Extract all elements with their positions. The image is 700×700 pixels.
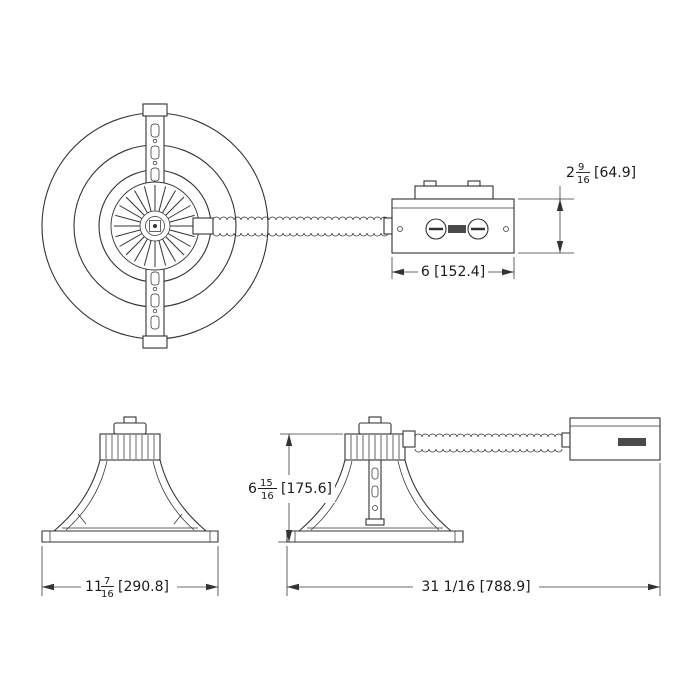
- lamp-knob: [123, 416, 137, 424]
- junction-box-label-text: [448, 225, 466, 233]
- adjustment-strap: [365, 459, 385, 526]
- dim-fixture-height: 6 15 16 [175.6]: [245, 433, 343, 543]
- dim-trim-width-denominator: 16: [101, 589, 114, 600]
- dim-fixture-height-whole: 6: [248, 481, 257, 497]
- lamp-cap: [113, 422, 147, 435]
- conduit-upper-rail: [212, 216, 389, 221]
- reflector-bell: [53, 459, 207, 532]
- knockout-right: [467, 218, 489, 240]
- top-view: 2 9 16 [64.9] 6 [152.4]: [41, 103, 636, 349]
- dim-trim-width: 11 7 16 [290.8]: [41, 546, 219, 600]
- dim-overall-length: 31 1/16 [788.9]: [286, 463, 661, 596]
- side-elevation-view: 6 15 16 [175.6] 31 1/16 [788.9]: [245, 416, 661, 596]
- front-elevation-view: 11 7 16 [290.8]: [41, 416, 219, 600]
- junction-box-top-view: [383, 180, 515, 254]
- dim-overall-length-label: 31 1/16 [788.9]: [421, 579, 530, 595]
- heatsink-fins: [113, 185, 197, 268]
- conduit-upper-rail-side: [414, 433, 563, 438]
- dim-junction-box-height: 2 9 16 [64.9]: [518, 162, 636, 254]
- dim-trim-width-numerator: 7: [104, 576, 110, 587]
- knockout-left: [425, 218, 447, 240]
- conduit-lower-rail-side: [414, 448, 563, 453]
- dim-fixture-height-numerator: 15: [260, 478, 273, 489]
- dim-junction-box-width: 6 [152.4]: [391, 257, 515, 280]
- dim-jbox-height-metric: [64.9]: [594, 165, 636, 181]
- dim-jbox-height-numerator: 9: [578, 162, 584, 173]
- flex-conduit-side-view: [402, 430, 563, 453]
- lamp-knob-side: [368, 416, 382, 424]
- heatsink: [110, 181, 200, 271]
- conduit-lower-rail: [212, 232, 389, 237]
- dim-trim-width-whole: 11: [85, 579, 103, 595]
- mounting-bracket-bar: [142, 103, 168, 349]
- dim-jbox-width-label: 6 [152.4]: [421, 264, 485, 280]
- dim-jbox-height-denominator: 16: [577, 175, 590, 186]
- dim-fixture-height-metric: [175.6]: [281, 481, 332, 497]
- junction-box-side-view: [561, 417, 661, 461]
- junction-box-side-label-text: [618, 438, 646, 446]
- heatsink-ribs: [105, 435, 155, 459]
- dim-fixture-height-denominator: 16: [261, 491, 274, 502]
- heatsink-ribs-side: [350, 435, 400, 459]
- dim-trim-width-metric: [290.8]: [118, 579, 169, 595]
- flex-conduit-top-view: [192, 216, 389, 237]
- trim-flange: [41, 530, 219, 543]
- dim-jbox-height-whole: 2: [566, 165, 575, 181]
- lamp-cap-side: [358, 422, 392, 435]
